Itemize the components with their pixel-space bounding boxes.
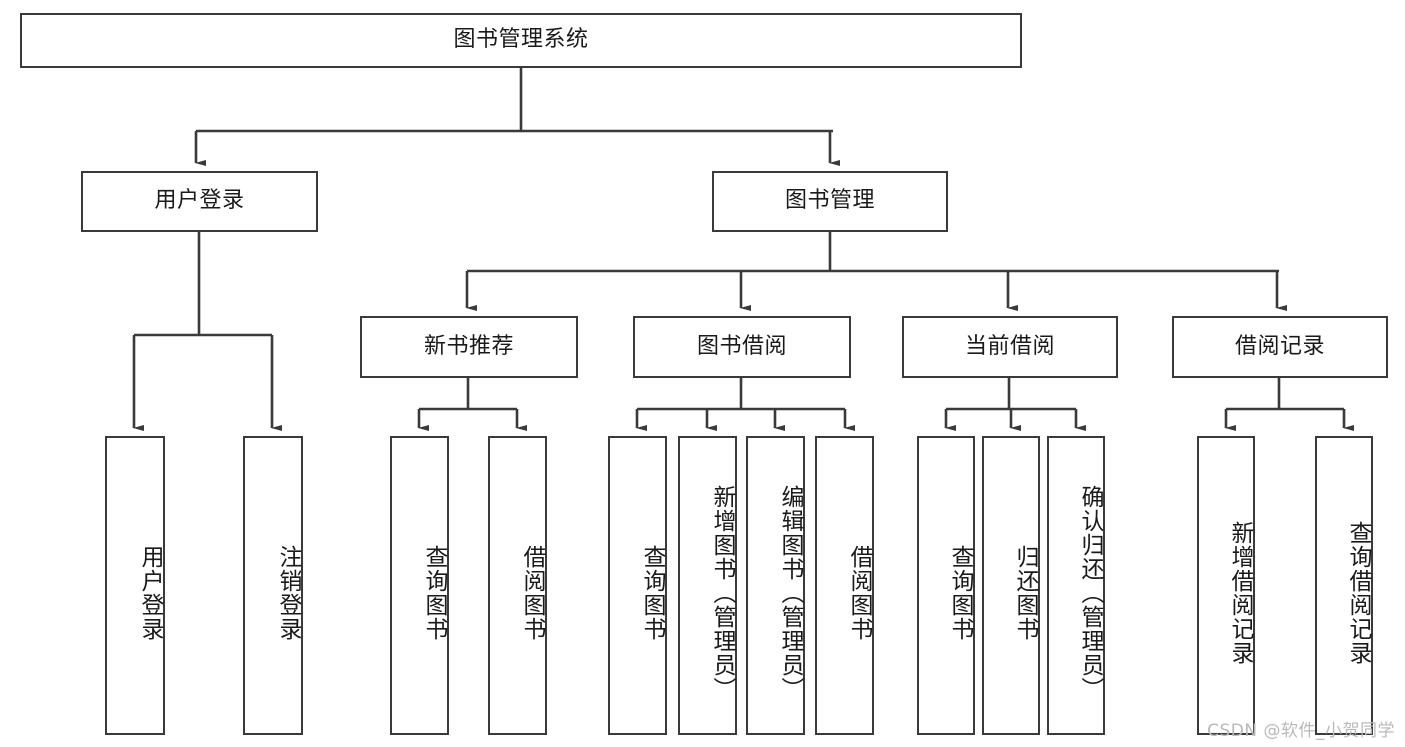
node-book-manage[interactable]: 图书管理	[712, 171, 948, 232]
node-leaf-add-book[interactable]: 新增图书（管理员）	[678, 436, 737, 735]
watermark-text: CSDN @软件_小贺同学	[1207, 721, 1395, 741]
node-new-book-recommend[interactable]: 新书推荐	[360, 316, 578, 378]
node-leaf-edit-book[interactable]: 编辑图书（管理员）	[746, 436, 805, 735]
node-leaf-query-book-3[interactable]: 查询图书	[917, 436, 975, 735]
node-user-login[interactable]: 用户登录	[81, 171, 318, 232]
node-leaf-confirm-return[interactable]: 确认归还（管理员）	[1047, 436, 1105, 735]
node-leaf-query-book-2[interactable]: 查询图书	[608, 436, 667, 735]
node-leaf-return-book[interactable]: 归还图书	[982, 436, 1040, 735]
node-leaf-borrow-book-2[interactable]: 借阅图书	[815, 436, 874, 735]
node-leaf-query-record[interactable]: 查询借阅记录	[1315, 436, 1373, 735]
node-leaf-user-logout[interactable]: 注销登录	[243, 436, 303, 735]
node-leaf-user-login[interactable]: 用户登录	[105, 436, 165, 735]
node-borrow-record[interactable]: 借阅记录	[1172, 316, 1388, 378]
node-leaf-query-book-1[interactable]: 查询图书	[390, 436, 449, 735]
node-book-borrow[interactable]: 图书借阅	[633, 316, 851, 378]
node-root[interactable]: 图书管理系统	[20, 13, 1022, 68]
node-leaf-borrow-book-1[interactable]: 借阅图书	[488, 436, 547, 735]
node-current-borrow[interactable]: 当前借阅	[902, 316, 1118, 378]
node-leaf-add-record[interactable]: 新增借阅记录	[1197, 436, 1255, 735]
